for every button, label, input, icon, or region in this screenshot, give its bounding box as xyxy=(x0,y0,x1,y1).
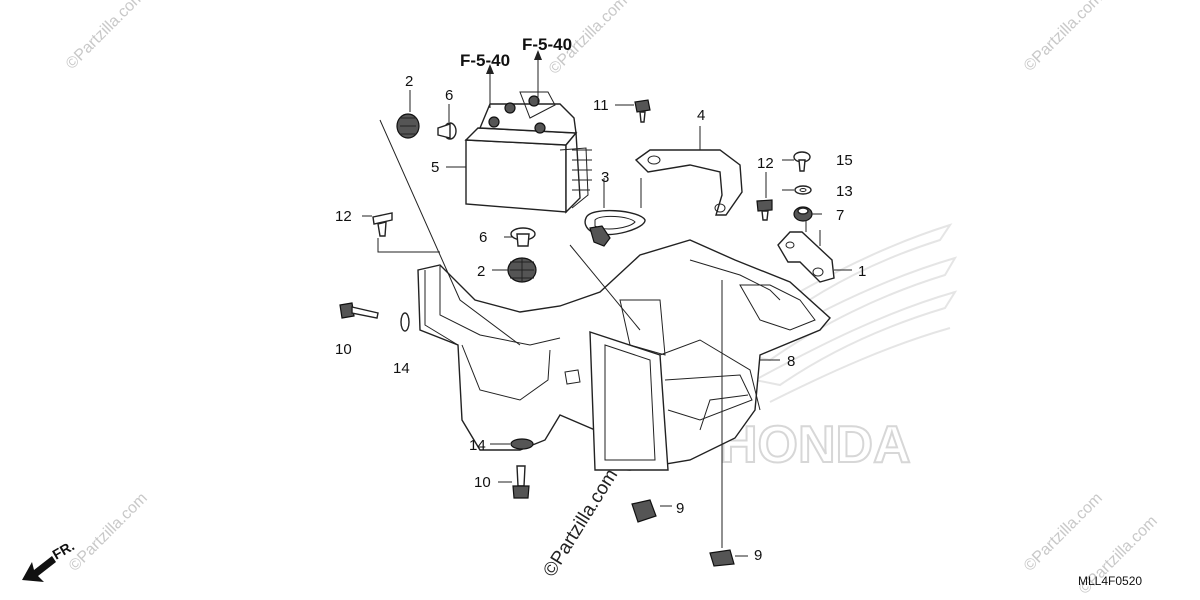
callout-8[interactable]: 8 xyxy=(787,353,795,370)
leader-lines xyxy=(362,90,852,557)
front-direction-arrow xyxy=(22,556,56,582)
grommet-middle xyxy=(507,257,537,283)
washer-13 xyxy=(794,185,812,195)
screw-12-right xyxy=(756,199,773,221)
washer-14-bottom xyxy=(510,438,534,450)
screw-12-left xyxy=(372,212,393,237)
watermark-center: ©Partzilla.com xyxy=(539,465,622,580)
flange-bolt-10-left xyxy=(339,302,379,319)
callout-9-center[interactable]: 9 xyxy=(676,500,684,517)
watermark-bottom-right: ©Partzilla.com xyxy=(1021,490,1106,575)
callout-13[interactable]: 13 xyxy=(836,183,853,200)
callout-7[interactable]: 7 xyxy=(836,207,844,224)
abs-modulator-unit xyxy=(464,91,592,214)
callout-6-top[interactable]: 6 xyxy=(445,87,453,104)
stay-bracket xyxy=(634,149,743,216)
reference-label-a[interactable]: F-5-40 xyxy=(460,51,510,70)
callout-14-left[interactable]: 14 xyxy=(393,360,410,377)
callout-2-middle[interactable]: 2 xyxy=(477,263,485,280)
diagram-code: MLL4F0520 xyxy=(1078,574,1142,588)
callout-5[interactable]: 5 xyxy=(431,159,439,176)
callout-12-right[interactable]: 12 xyxy=(757,155,774,172)
watermark-top-right: ©Partzilla.com xyxy=(1021,0,1106,75)
clip-nut-9-bottom xyxy=(709,549,735,567)
brand-watermark: HONDA xyxy=(720,416,911,474)
grommet-top xyxy=(396,113,420,139)
collar-top xyxy=(437,122,457,140)
reference-label-b[interactable]: F-5-40 xyxy=(522,35,572,54)
clip-nut-9-center xyxy=(631,499,657,523)
rubber-strap xyxy=(584,209,646,247)
callout-15[interactable]: 15 xyxy=(836,152,853,169)
callout-1[interactable]: 1 xyxy=(858,263,866,280)
watermark-bottom-left: ©Partzilla.com xyxy=(66,490,151,575)
callout-3[interactable]: 3 xyxy=(601,169,609,186)
callout-14-bottom[interactable]: 14 xyxy=(469,437,486,454)
callout-11[interactable]: 11 xyxy=(593,97,609,114)
callout-6-middle[interactable]: 6 xyxy=(479,229,487,246)
bolt-11 xyxy=(634,99,651,123)
reference-arrows xyxy=(486,50,542,92)
grommet-7 xyxy=(793,206,813,222)
callout-12-left[interactable]: 12 xyxy=(335,208,352,225)
callout-10-left[interactable]: 10 xyxy=(335,341,352,358)
callout-4[interactable]: 4 xyxy=(697,107,705,124)
small-bracket xyxy=(777,231,835,283)
flange-bolt-10-bottom xyxy=(512,465,530,499)
callout-2-top[interactable]: 2 xyxy=(405,73,413,90)
screw-15 xyxy=(793,151,811,172)
callout-9-bottom[interactable]: 9 xyxy=(754,547,762,564)
watermark-top-left: ©Partzilla.com xyxy=(63,0,148,73)
washer-14-left xyxy=(400,312,410,332)
collar-middle xyxy=(510,227,536,247)
callout-10-bottom[interactable]: 10 xyxy=(474,474,491,491)
abs-cover-tray xyxy=(417,239,831,471)
